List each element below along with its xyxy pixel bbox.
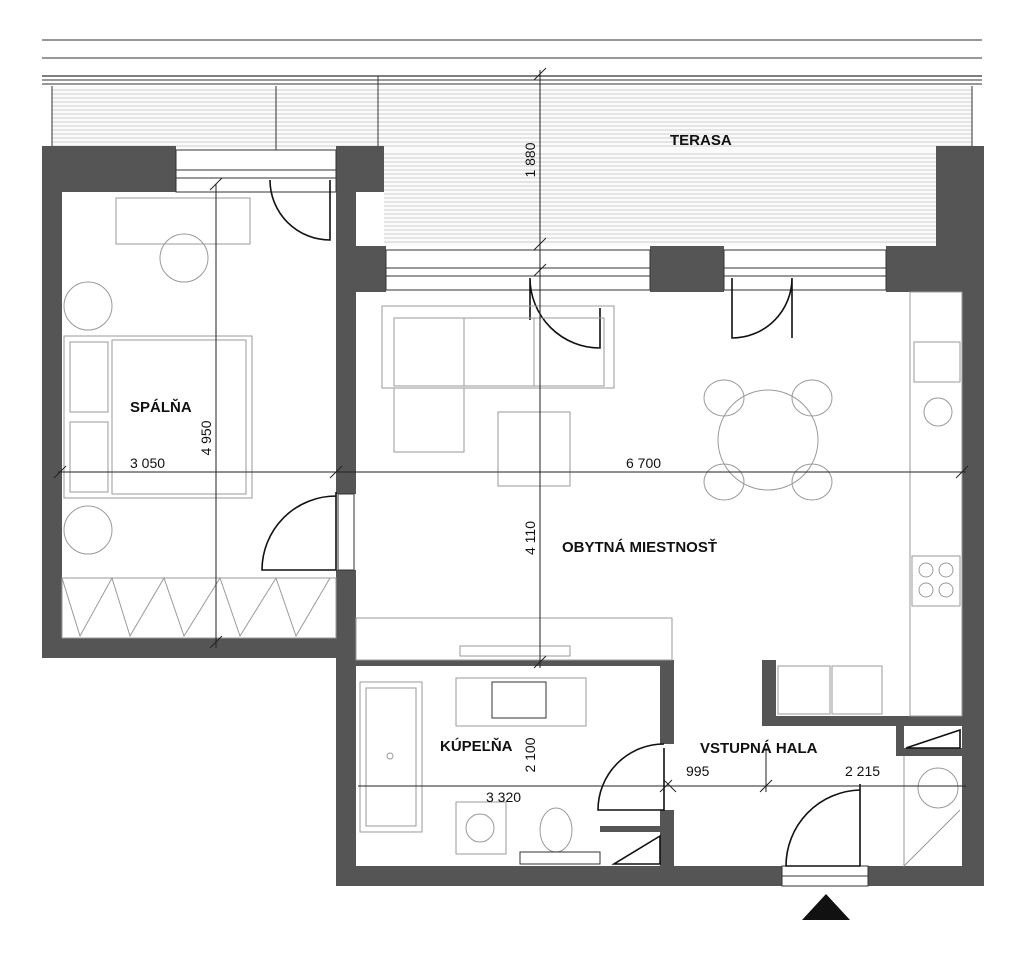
dim-terrace-depth: 1 880 — [522, 142, 538, 177]
living-furniture — [355, 291, 963, 717]
dimension-lines — [53, 67, 969, 793]
terrace-label: TERASA — [670, 132, 732, 149]
bedroom-furniture — [61, 197, 337, 639]
building-outline-lines — [42, 39, 982, 85]
dim-bathroom-depth: 2 100 — [522, 737, 538, 772]
dim-bathroom-width: 3 320 — [486, 789, 521, 805]
windows — [175, 149, 887, 887]
bedroom-label: SPÁLŇA — [130, 398, 192, 416]
dim-hall-right: 2 215 — [845, 763, 880, 779]
room-labels: TERASA SPÁLŇA OBYTNÁ MIESTNOSŤ KÚPEĽŇA V… — [130, 132, 818, 757]
hall-label: VSTUPNÁ HALA — [700, 740, 818, 757]
bathroom-label: KÚPEĽŇA — [440, 737, 513, 755]
walls — [42, 146, 984, 886]
dim-hall-left: 995 — [686, 763, 710, 779]
doors — [261, 179, 961, 867]
dim-bedroom-width: 3 050 — [130, 455, 165, 471]
bathroom-furniture — [359, 677, 961, 868]
entrance-arrow-icon — [802, 894, 850, 920]
terrace-deck — [51, 76, 973, 246]
dim-living-depth: 4 110 — [522, 521, 538, 555]
living-room-label: OBYTNÁ MIESTNOSŤ — [562, 538, 717, 556]
dim-bedroom-length: 4 950 — [198, 420, 214, 455]
dimension-labels: 1 880 3 050 4 950 6 700 4 110 2 100 3 32… — [130, 142, 880, 805]
dim-living-width: 6 700 — [626, 455, 661, 471]
